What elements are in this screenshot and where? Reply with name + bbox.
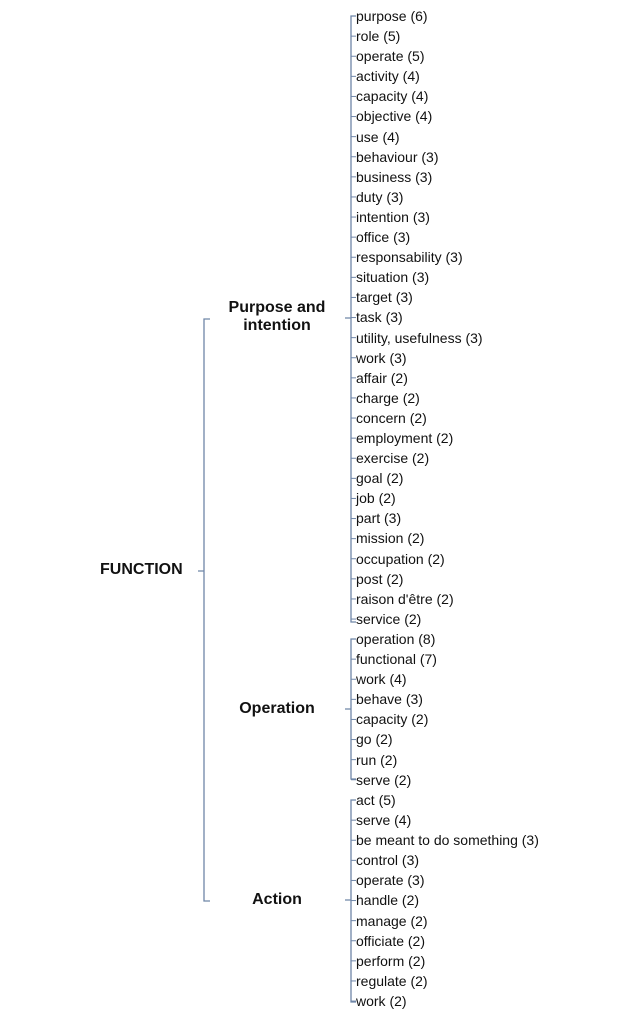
operation-bracket xyxy=(345,638,356,780)
list-item: employment (2) xyxy=(356,429,454,446)
list-item: service (2) xyxy=(356,610,422,627)
root-label: FUNCTION xyxy=(100,561,183,578)
list-item: activity (4) xyxy=(356,68,420,85)
list-item: operate (3) xyxy=(356,872,425,889)
action-items-list: act (5) serve (4) be meant to do something… xyxy=(356,790,539,1011)
list-item: capacity (2) xyxy=(356,711,429,728)
purpose-items-list: purpose (6) role (5) operate (5) activity (… xyxy=(356,6,483,629)
list-item: duty (3) xyxy=(356,188,404,205)
group-label-purpose-line2: intention xyxy=(243,317,311,334)
list-item: utility, usefulness (3) xyxy=(356,329,483,346)
list-item: job (2) xyxy=(356,490,396,507)
root-bracket xyxy=(198,318,210,902)
list-item: purpose (6) xyxy=(356,8,428,24)
group-label-operation: Operation xyxy=(239,700,315,717)
list-item: intention (3) xyxy=(356,208,430,225)
list-item: business (3) xyxy=(356,168,433,185)
list-item: objective (4) xyxy=(356,108,433,125)
list-item: task (3) xyxy=(356,309,403,326)
list-item: part (3) xyxy=(356,510,402,527)
list-item: officiate (2) xyxy=(356,932,425,949)
list-item: charge (2) xyxy=(356,389,420,406)
list-item: work (4) xyxy=(356,671,407,688)
group-label-purpose: Purpose and intention xyxy=(214,299,340,335)
list-item: run (2) xyxy=(356,751,398,768)
list-item: affair (2) xyxy=(356,369,408,386)
list-item: handle (2) xyxy=(356,892,420,909)
list-item: post (2) xyxy=(356,570,404,587)
list-item: operation (8) xyxy=(356,631,436,647)
list-item: target (3) xyxy=(356,289,413,306)
list-item: work (3) xyxy=(356,349,407,366)
list-item: concern (2) xyxy=(356,409,427,426)
list-item: behaviour (3) xyxy=(356,148,439,165)
list-item: operate (5) xyxy=(356,48,425,65)
purpose-bracket xyxy=(345,15,356,623)
list-item: use (4) xyxy=(356,128,400,145)
list-item: manage (2) xyxy=(356,912,428,929)
item-ticks xyxy=(351,15,356,1002)
group-label-purpose-line1: Purpose and xyxy=(228,299,326,316)
list-item: raison d'être (2) xyxy=(356,590,454,607)
list-item: mission (2) xyxy=(356,530,425,547)
list-item: situation (3) xyxy=(356,269,430,286)
list-item: role (5) xyxy=(356,28,401,45)
list-item: act (5) xyxy=(356,792,396,808)
list-item: responsability (3) xyxy=(356,249,463,266)
list-item: goal (2) xyxy=(356,470,404,487)
list-item: work (2) xyxy=(356,992,407,1009)
list-item: functional (7) xyxy=(356,651,437,668)
list-item: exercise (2) xyxy=(356,450,430,467)
list-item: serve (2) xyxy=(356,771,412,788)
list-item: control (3) xyxy=(356,852,420,869)
list-item: be meant to do something (3) xyxy=(356,832,539,849)
list-item: go (2) xyxy=(356,731,393,748)
list-item: serve (4) xyxy=(356,812,412,829)
list-item: regulate (2) xyxy=(356,972,428,989)
list-item: perform (2) xyxy=(356,952,426,969)
list-item: office (3) xyxy=(356,229,411,246)
list-item: occupation (2) xyxy=(356,550,445,567)
list-item: behave (3) xyxy=(356,691,423,708)
group-label-action: Action xyxy=(252,891,302,908)
list-item: capacity (4) xyxy=(356,88,429,105)
operation-items-list: operation (8) functional (7) work (4) behav… xyxy=(356,629,437,790)
